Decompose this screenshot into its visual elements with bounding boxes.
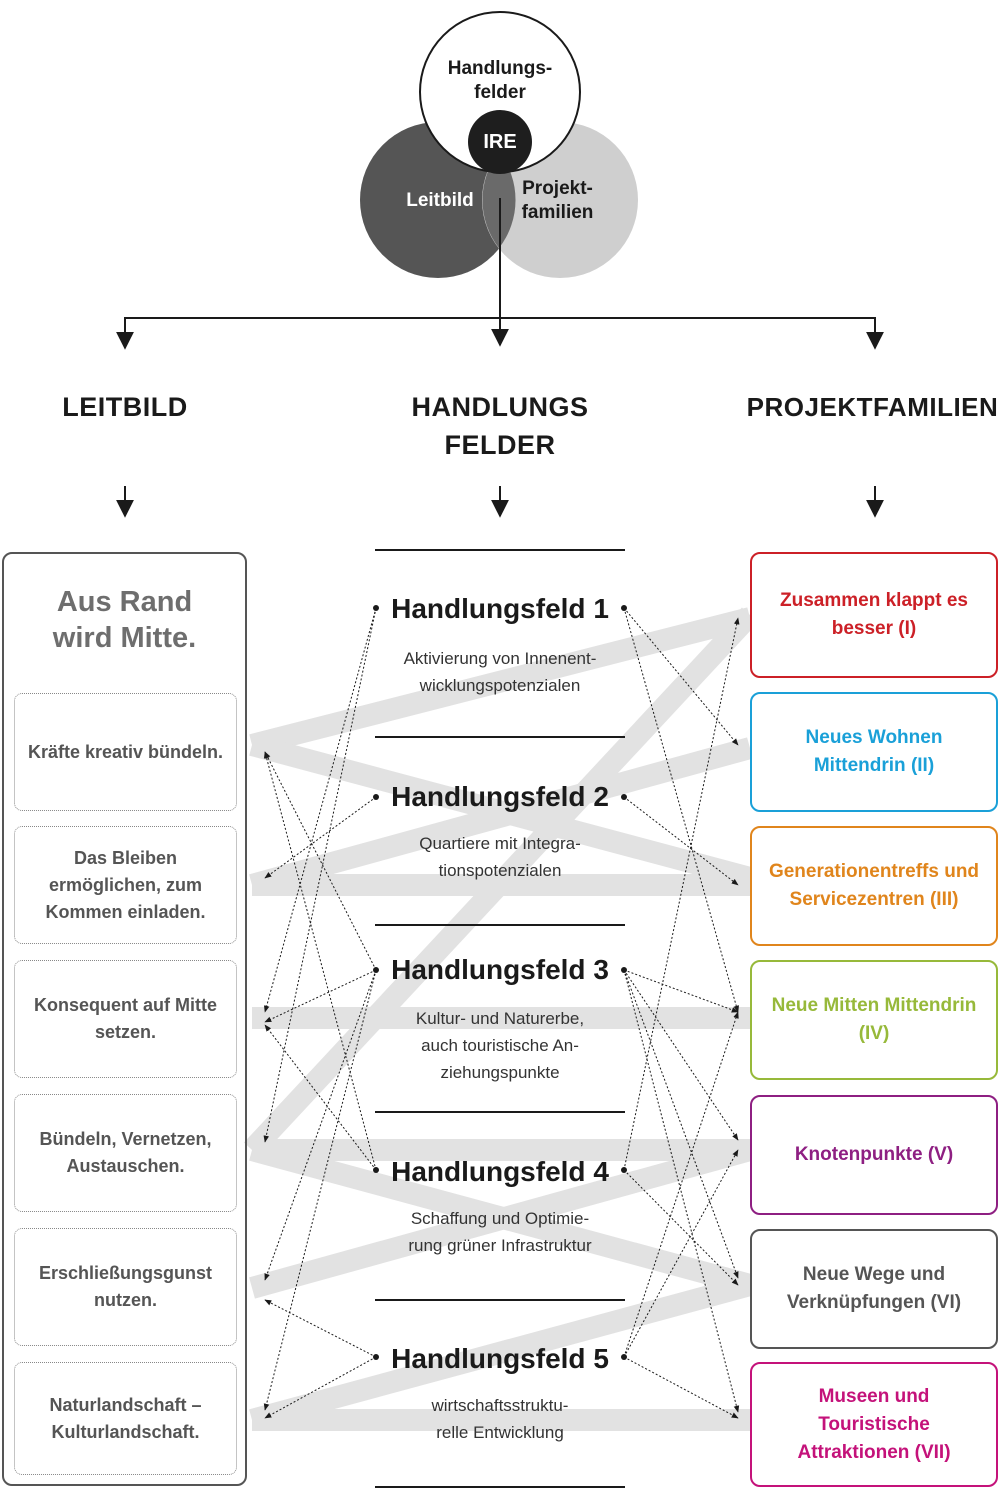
link-hf3-pf5 bbox=[623, 969, 739, 1141]
link-hf2-pf3 bbox=[623, 796, 739, 886]
link-hf5-pf5 bbox=[623, 1149, 739, 1358]
band-lb2-pf2 bbox=[249, 737, 753, 896]
handlungsfeld-title: Handlungsfeld 1 bbox=[391, 593, 609, 624]
projektfamilie-box: Generationentreffs und Servicezentren (I… bbox=[750, 826, 998, 946]
link-hf3-pf4 bbox=[623, 969, 739, 1013]
venn-label-ire: IRE bbox=[483, 131, 517, 153]
link-hf4-lb1 bbox=[263, 751, 377, 1171]
handlungsfeld-title: Handlungsfeld 4 bbox=[391, 1156, 609, 1187]
leitbild-item: Konsequent auf Mitte setzen. bbox=[14, 960, 237, 1078]
link-hf1-lb3 bbox=[263, 607, 377, 1013]
link-hf3-lb6 bbox=[263, 969, 377, 1411]
link-hf3-lb1 bbox=[264, 751, 377, 971]
column-heading-handlungsfelder: HANDLUNGS FELDER bbox=[411, 392, 589, 460]
handlungsfeld-description: wirtschaftsstruktu- relle Entwicklung bbox=[431, 1396, 569, 1442]
link-hf4-lb3 bbox=[264, 1024, 377, 1171]
handlungsfeld-title: Handlungsfeld 3 bbox=[391, 954, 609, 985]
link-hf2-lb2 bbox=[264, 796, 377, 879]
leitbild-item: Das Bleiben ermöglichen, zum Kommen einl… bbox=[14, 826, 237, 944]
link-hf3-pf6 bbox=[623, 969, 739, 1279]
band-lb1-pf1 bbox=[249, 607, 753, 756]
projektfamilie-box: Zusammen klappt es besser (I) bbox=[750, 552, 998, 678]
venn-label-handlungsfelder: Handlungs- felder bbox=[447, 58, 553, 103]
link-hf4-pf1 bbox=[623, 617, 740, 1171]
band-lb4-pf1 bbox=[243, 607, 759, 1158]
projektfamilie-box: Neue Wege und Verknüpfungen (VI) bbox=[750, 1229, 998, 1349]
link-hf1-pf4 bbox=[623, 607, 739, 1013]
handlungsfeld-description: Kultur- und Naturerbe, auch touristische… bbox=[415, 1009, 585, 1082]
projektfamilie-box: Knotenpunkte (V) bbox=[750, 1095, 998, 1215]
handlungsfeld-description: Quartiere mit Integra- tionspotenzialen bbox=[419, 834, 581, 880]
leitbild-item: Erschließungsgunst nutzen. bbox=[14, 1228, 237, 1346]
leitbild-item: Naturlandschaft – Kulturlandschaft. bbox=[14, 1362, 237, 1475]
venn-label-projektfamilien: Projekt- familien bbox=[521, 178, 594, 223]
link-hf5-pf7 bbox=[623, 1356, 739, 1419]
column-heading-projektfamilien: PROJEKTFAMILIEN bbox=[746, 392, 999, 422]
venn-ire-circle bbox=[468, 110, 532, 174]
link-hf5-lb6 bbox=[264, 1356, 377, 1419]
link-hf1-pf2 bbox=[623, 607, 739, 746]
projektfamilie-box: Neues Wohnen Mittendrin (II) bbox=[750, 692, 998, 812]
venn-label-leitbild: Leitbild bbox=[406, 190, 474, 211]
link-hf1-lb4 bbox=[263, 607, 377, 1143]
leitbild-panel bbox=[2, 552, 247, 1486]
leitbild-item: Bündeln, Vernetzen, Austauschen. bbox=[14, 1094, 237, 1212]
projektfamilie-box: Museen und Touristische Attraktionen (VI… bbox=[750, 1362, 998, 1487]
leitbild-item: Kräfte kreativ bündeln. bbox=[14, 693, 237, 811]
handlungsfeld-title: Handlungsfeld 5 bbox=[391, 1343, 609, 1374]
column-heading-leitbild: LEITBILD bbox=[62, 392, 188, 422]
handlungsfeld-description: Aktivierung von Innenent- wicklungspoten… bbox=[403, 649, 597, 695]
band-lb6-pf6 bbox=[249, 1274, 753, 1431]
band-lb5-pf5 bbox=[249, 1139, 753, 1299]
link-hf3-pf7 bbox=[623, 969, 740, 1413]
link-hf3-lb5 bbox=[264, 969, 377, 1281]
projektfamilie-box: Neue Mitten Mittendrin (IV) bbox=[750, 960, 998, 1080]
handlungsfeld-description: Schaffung und Optimie- rung grüner Infra… bbox=[408, 1209, 592, 1255]
link-hf5-pf4 bbox=[623, 1011, 739, 1358]
link-hf3-lb3 bbox=[264, 969, 377, 1023]
handlungsfeld-title: Handlungsfeld 2 bbox=[391, 781, 609, 812]
link-hf4-pf6 bbox=[623, 1169, 739, 1286]
link-hf5-lb5 bbox=[264, 1299, 377, 1358]
leitbild-title: Aus Rand wird Mitte. bbox=[52, 586, 197, 654]
